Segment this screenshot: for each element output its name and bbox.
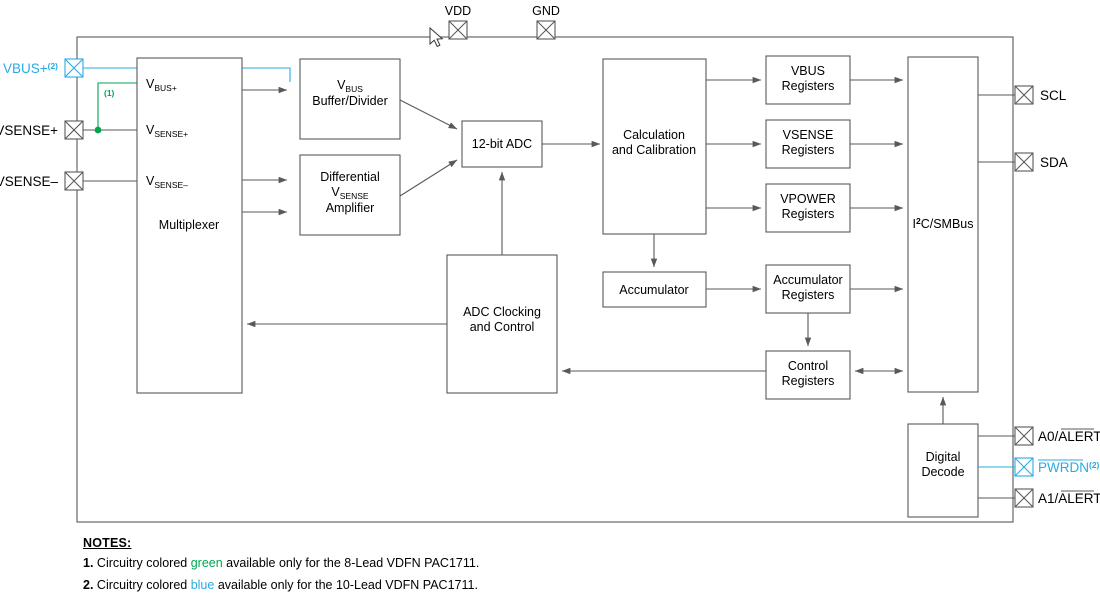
block-accumulator-registers[interactable] (765, 264, 851, 314)
pin-pad-vsense-plus[interactable] (64, 120, 84, 140)
block-control-registers[interactable] (765, 350, 851, 400)
wire-diffamp-to-adc (399, 159, 458, 197)
pin-label-sda: SDA (1040, 155, 1068, 170)
notes-section: NOTES: 1. Circuitry colored green availa… (83, 536, 683, 599)
pin-pad-sda[interactable] (1014, 152, 1034, 172)
pin-label-a1-alert: A1/ALERT (1038, 491, 1100, 506)
note-2-pre: Circuitry colored (96, 577, 191, 592)
pin-pad-vdd[interactable] (448, 20, 468, 40)
wire-green-note1 (97, 82, 137, 130)
pin-label-a0-alert: A0/ALERT (1038, 429, 1100, 444)
block-calculation-and-calibration[interactable] (602, 58, 707, 235)
pin-label-pwrdn: PWRDN(2) (1038, 460, 1100, 475)
vbusregs-line1: VBUS (791, 64, 825, 78)
clocking-line1: ADC Clocking (463, 305, 541, 319)
pin-label-scl: SCL (1040, 88, 1067, 103)
diffamp-line3: Amplifier (326, 201, 375, 215)
note-1-pre: Circuitry colored (96, 556, 191, 570)
note-1-post: available only for the 8-Lead VDFN PAC17… (222, 556, 480, 570)
note-2-number: 2. (83, 577, 94, 592)
digdec-line1: Digital (926, 450, 961, 464)
note-item-1: 1. Circuitry colored green available onl… (83, 555, 683, 572)
pin-pad-pwrdn[interactable] (1014, 457, 1034, 477)
pin-label-vsense-plus: VSENSE+ (0, 123, 58, 138)
i2c-label: I2C/SMBus (912, 216, 973, 231)
vpowerregs-line2: Registers (782, 207, 835, 221)
block-differential-vsense-amplifier[interactable] (299, 154, 401, 236)
pin-label-vsense-minus: VSENSE– (0, 174, 58, 189)
wire-vbusbuf-to-adc (399, 99, 458, 130)
pin-label-gnd: GND (532, 4, 560, 18)
calc-line2: and Calibration (612, 143, 696, 157)
vbus-buffer-line2: Buffer/Divider (312, 94, 388, 108)
block-vsense-registers[interactable] (765, 119, 851, 169)
pin-pad-a1-alert[interactable] (1014, 488, 1034, 508)
block-accumulator[interactable] (602, 271, 707, 308)
pin-pad-vbus-plus[interactable] (64, 58, 84, 78)
diffamp-line1: Differential (320, 170, 380, 184)
block-i2c-smbus[interactable] (907, 56, 979, 393)
note-2-post: available only for the 10-Lead VDFN PAC1… (214, 577, 478, 592)
block-vbus-registers[interactable] (765, 55, 851, 105)
controlregs-line1: Control (788, 359, 828, 373)
pin-pad-scl[interactable] (1014, 85, 1034, 105)
note-2-color-word: blue (190, 577, 215, 592)
calc-line1: Calculation (623, 128, 685, 142)
pin-pad-a0-alert[interactable] (1014, 426, 1034, 446)
block-multiplexer[interactable] (136, 57, 243, 394)
block-adc-12bit[interactable] (461, 120, 543, 168)
annotation-note1-marker: (1) (104, 88, 115, 98)
pin-pad-vsense-minus[interactable] (64, 171, 84, 191)
note-1-color-word: green (190, 556, 223, 570)
clocking-line2: and Control (470, 320, 535, 334)
note-1-number: 1. (83, 556, 94, 570)
accregs-line1: Accumulator (773, 273, 842, 287)
digdec-line2: Decode (921, 465, 964, 479)
note-item-2: 2. Circuitry colored blue available only… (83, 577, 683, 594)
accregs-line2: Registers (782, 288, 835, 302)
vsenseregs-line2: Registers (782, 143, 835, 157)
notes-title: NOTES: (83, 536, 132, 550)
pin-label-vdd: VDD (445, 4, 471, 18)
block-vbus-buffer-divider[interactable] (299, 58, 401, 140)
pin-label-vbus-plus: VBUS+(2) (3, 61, 58, 76)
controlregs-line2: Registers (782, 374, 835, 388)
accumulator-label: Accumulator (619, 283, 688, 297)
vbusregs-line2: Registers (782, 79, 835, 93)
mux-title: Multiplexer (159, 218, 219, 232)
vsenseregs-line1: VSENSE (783, 128, 834, 142)
vpowerregs-line1: VPOWER (780, 192, 836, 206)
block-vpower-registers[interactable] (765, 183, 851, 233)
block-adc-clocking-and-control[interactable] (446, 254, 558, 394)
pin-pad-gnd[interactable] (536, 20, 556, 40)
junction-dot-green (94, 126, 102, 134)
adc-label: 12-bit ADC (472, 137, 532, 151)
